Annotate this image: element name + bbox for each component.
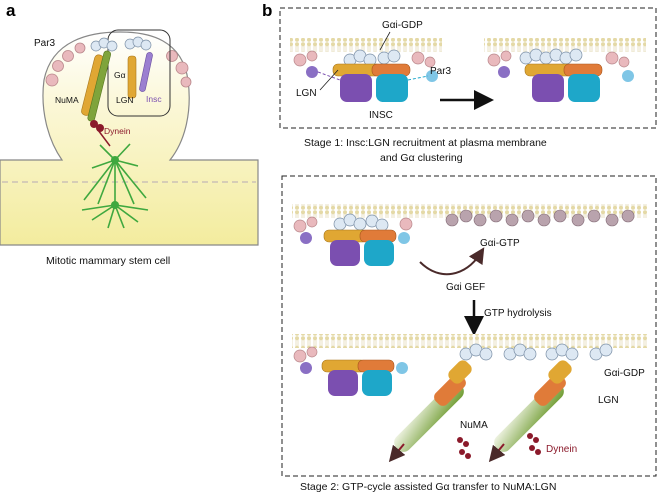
- gai-s1-left: [343, 49, 401, 67]
- membrane-s1-right: [484, 38, 646, 52]
- panel-letter-b: b: [262, 1, 272, 20]
- centrosome-bottom: [111, 201, 119, 209]
- label-par3-s1: Par3: [430, 66, 452, 77]
- panel-letter-a: a: [6, 1, 16, 20]
- label-insc-a: Insc: [146, 94, 162, 104]
- label-dynein-s2: Dynein: [546, 444, 577, 455]
- insc-rod-a: [139, 52, 153, 92]
- gai-gtp-released: [445, 209, 635, 227]
- label-lgn-a: LGN: [116, 95, 133, 105]
- label-numa-s2: NuMA: [460, 420, 488, 431]
- label-gai-gef: Gαi GEF: [446, 282, 485, 293]
- stage2-top-complex: [293, 213, 413, 266]
- inset-box: [107, 29, 171, 117]
- stage1-complex-left: [290, 38, 442, 102]
- stage1: Gαi-GDP Par3 LGN INSC Stage 1: Insc:LGN …: [279, 7, 657, 164]
- caption-a: Mitotic mammary stem cell: [46, 255, 170, 267]
- numa-rod-a2: [87, 50, 112, 122]
- label-gai-gdp-s1: Gαi-GDP: [382, 20, 423, 31]
- stage1-complex-right: [484, 38, 646, 102]
- label-insc-s1: INSC: [369, 110, 393, 121]
- label-par3-a: Par3: [34, 38, 56, 49]
- gai-gdp-bottom: [459, 343, 613, 361]
- par3-s1-left: [293, 50, 436, 68]
- leader-lgn-s1: [319, 69, 339, 91]
- label-dynein-a: Dynein: [104, 126, 131, 136]
- label-numa-a: NuMA: [55, 95, 79, 105]
- par3-s1-right: [487, 50, 630, 68]
- panel-b: b: [262, 1, 657, 493]
- membrane-s2-bottom: [292, 334, 648, 348]
- spindle: [81, 143, 149, 229]
- label-galpha-a: Gα: [114, 70, 126, 80]
- caption-stage2: Stage 2: GTP-cycle assisted Gα transfer …: [300, 481, 556, 493]
- label-lgn-s1: LGN: [296, 88, 317, 99]
- centrosome-top: [111, 156, 119, 164]
- cell-body: [0, 31, 259, 246]
- stage2-box: [281, 175, 657, 477]
- label-gai-gdp-s2: Gαi-GDP: [604, 368, 645, 379]
- gai-cluster-a: [90, 36, 152, 52]
- numa-lgn-complex-2: [488, 360, 572, 463]
- stage2: Gαi-GTP Gαi GEF GTP hydrolysis: [281, 175, 657, 493]
- membrane-s1-left: [290, 38, 442, 52]
- stage2-bottom-insc-complex: [293, 346, 408, 396]
- caption-stage1-line2: and Gα clustering: [380, 152, 463, 164]
- caption-stage1-line1: Stage 1: Insc:LGN recruitment at plasma …: [304, 137, 547, 149]
- label-gtp-hydrolysis: GTP hydrolysis: [484, 308, 552, 319]
- par3-beads: [45, 42, 192, 88]
- label-lgn-s2: LGN: [598, 395, 619, 406]
- label-gai-gtp: Gαi-GTP: [480, 238, 520, 249]
- stage1-box: [279, 7, 657, 129]
- leader-gai-gdp-s1: [379, 31, 391, 51]
- gef-arrow: [419, 247, 485, 276]
- dynein-a: [90, 120, 111, 147]
- numa-lgn-complex-1: [388, 360, 472, 463]
- lgn-rod-a: [127, 55, 137, 99]
- panel-a: a: [0, 1, 259, 267]
